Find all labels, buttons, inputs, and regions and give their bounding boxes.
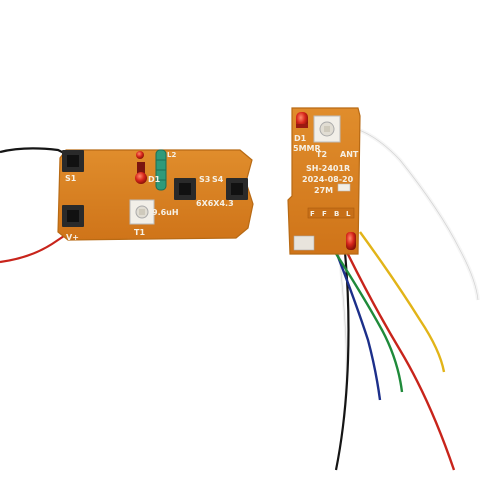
rx-board: D1 5MMR T2 ANT SH-2401R 2024-08-20 27M F…	[287, 107, 361, 255]
rx-yellow-wire	[359, 231, 446, 373]
tx-label-s3: S3	[199, 175, 210, 184]
tx-label-s4: S4	[212, 175, 224, 184]
rx-blue-wire	[328, 235, 382, 401]
tx-label-inductor: 9.6uH	[152, 208, 179, 217]
tx-red-wire	[0, 235, 65, 264]
rx-label-date: 2024-08-20	[302, 175, 354, 184]
tx-label-d1: D1	[148, 175, 161, 184]
rx-label-pin-3: B	[334, 210, 339, 218]
rx-label-led-size: 5MMR	[293, 144, 321, 153]
rx-chip	[337, 183, 351, 192]
rx-wires	[320, 124, 480, 471]
tx-label-switch-size: 6X6X4.3	[196, 199, 234, 208]
tx-label-s1: S1	[65, 174, 77, 183]
rx-led-d1	[296, 112, 308, 128]
rx-label-pin-2: F	[322, 210, 327, 218]
rx-label-pin-1: F	[310, 210, 315, 218]
rx-red-wire	[338, 237, 456, 471]
tx-led-top	[136, 151, 144, 159]
rx-led-bottom-body	[346, 232, 356, 250]
tx-inductor	[155, 149, 167, 191]
tx-pcb	[57, 149, 254, 241]
rx-label-freq: 27M	[314, 186, 333, 195]
tx-label-l2: L2	[167, 151, 176, 159]
rx-pin-strip	[307, 207, 355, 219]
tx-transformer-t1	[129, 199, 155, 225]
tx-label-t1: T1	[134, 228, 145, 237]
tx-switch-s1	[62, 150, 84, 172]
tx-switch-s4	[226, 178, 248, 200]
tx-led-d1	[135, 162, 147, 184]
rx-label-model: SH-2401R	[306, 164, 350, 173]
rx-antenna-wire-outline	[343, 125, 479, 301]
rx-label-pin-4: L	[346, 210, 351, 218]
tx-black-wire	[0, 147, 67, 155]
rx-label-d1: D1	[294, 134, 307, 143]
rx-antenna-wire	[343, 124, 480, 301]
tx-switch-s2	[62, 205, 84, 227]
tx-label-vplus: V+	[66, 233, 79, 242]
rx-label-t2: T2	[316, 150, 327, 159]
rx-label-ant: ANT	[340, 150, 359, 159]
rx-cap	[293, 235, 315, 251]
tx-wires	[0, 147, 67, 264]
rx-green-wire	[320, 231, 404, 393]
rx-transformer-t2	[313, 115, 341, 143]
tx-board: S1 V+ D1 L2 S3 S4 9.6uH 6X6X4.3 T1	[57, 149, 254, 242]
tx-switch-s3	[174, 178, 196, 200]
